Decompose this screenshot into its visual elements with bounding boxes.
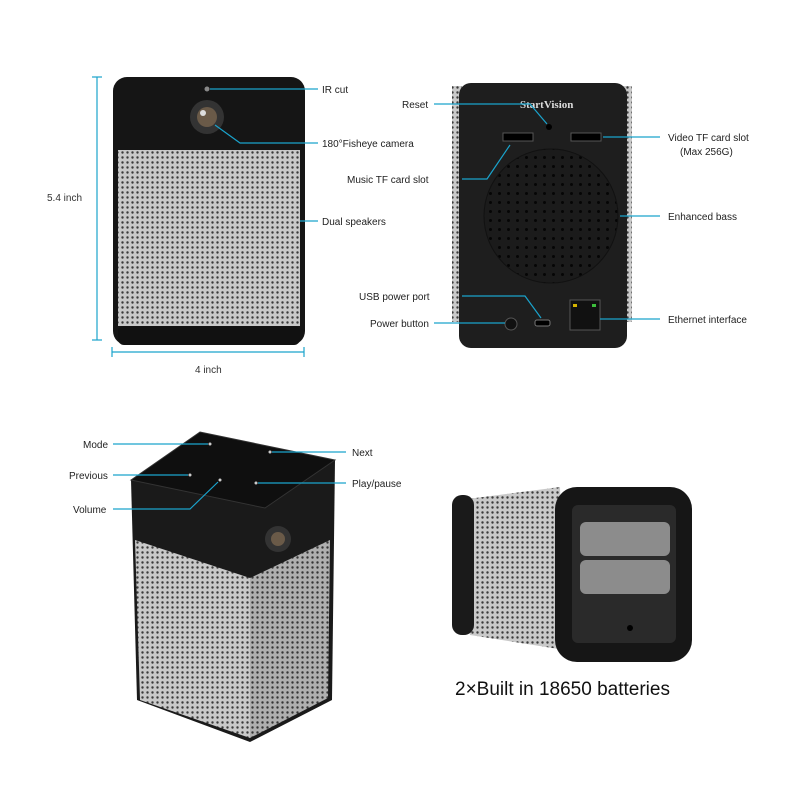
label-reset: Reset bbox=[402, 100, 428, 111]
volume-button-icon bbox=[218, 478, 222, 482]
leader-line bbox=[434, 103, 548, 125]
leader-line bbox=[214, 124, 318, 144]
bass-grille bbox=[483, 148, 619, 284]
label-video-tf: Video TF card slot bbox=[668, 133, 749, 144]
angled-view-speaker bbox=[129, 431, 337, 742]
leader-line bbox=[113, 481, 219, 510]
label-power: Power button bbox=[370, 319, 429, 330]
battery-caption: 2×Built in 18650 batteries bbox=[455, 679, 670, 700]
previous-button-icon bbox=[188, 473, 192, 477]
label-mode: Mode bbox=[83, 440, 108, 451]
leader-line bbox=[462, 295, 542, 319]
next-button-icon bbox=[268, 450, 272, 454]
label-previous: Previous bbox=[69, 471, 108, 482]
label-enhanced-bass: Enhanced bass bbox=[668, 212, 737, 223]
label-ir-cut: IR cut bbox=[322, 85, 348, 96]
play-pause-button-icon bbox=[254, 481, 258, 485]
power-button-icon bbox=[504, 317, 518, 331]
ir-cut-icon bbox=[204, 86, 210, 92]
battery-view-speaker bbox=[452, 487, 692, 662]
video-tf-slot bbox=[570, 132, 602, 142]
speaker-mesh bbox=[118, 150, 300, 326]
label-usb: USB power port bbox=[359, 292, 430, 303]
label-video-tf-note: (Max 256G) bbox=[680, 147, 733, 158]
leader-line bbox=[462, 144, 511, 180]
battery-icon bbox=[580, 522, 670, 556]
dimension-lines bbox=[92, 76, 305, 357]
brand-logo: StartVision bbox=[520, 99, 573, 111]
label-next: Next bbox=[352, 448, 373, 459]
label-dual-speakers: Dual speakers bbox=[322, 217, 386, 228]
label-ethernet: Ethernet interface bbox=[668, 315, 747, 326]
front-view-speaker bbox=[113, 77, 305, 345]
label-volume: Volume bbox=[73, 505, 107, 516]
width-label: 4 inch bbox=[195, 365, 222, 376]
reset-hole-icon bbox=[546, 124, 552, 130]
music-tf-slot bbox=[502, 132, 534, 142]
label-fisheye-camera: 180°Fisheye camera bbox=[322, 139, 414, 150]
label-music-tf: Music TF card slot bbox=[347, 175, 429, 186]
mode-button-icon bbox=[208, 442, 212, 446]
battery-icon bbox=[580, 560, 670, 594]
label-play-pause: Play/pause bbox=[352, 479, 402, 490]
height-label: 5.4 inch bbox=[47, 193, 82, 204]
usb-port-icon bbox=[534, 319, 551, 327]
back-view-speaker: StartVision bbox=[452, 83, 632, 348]
